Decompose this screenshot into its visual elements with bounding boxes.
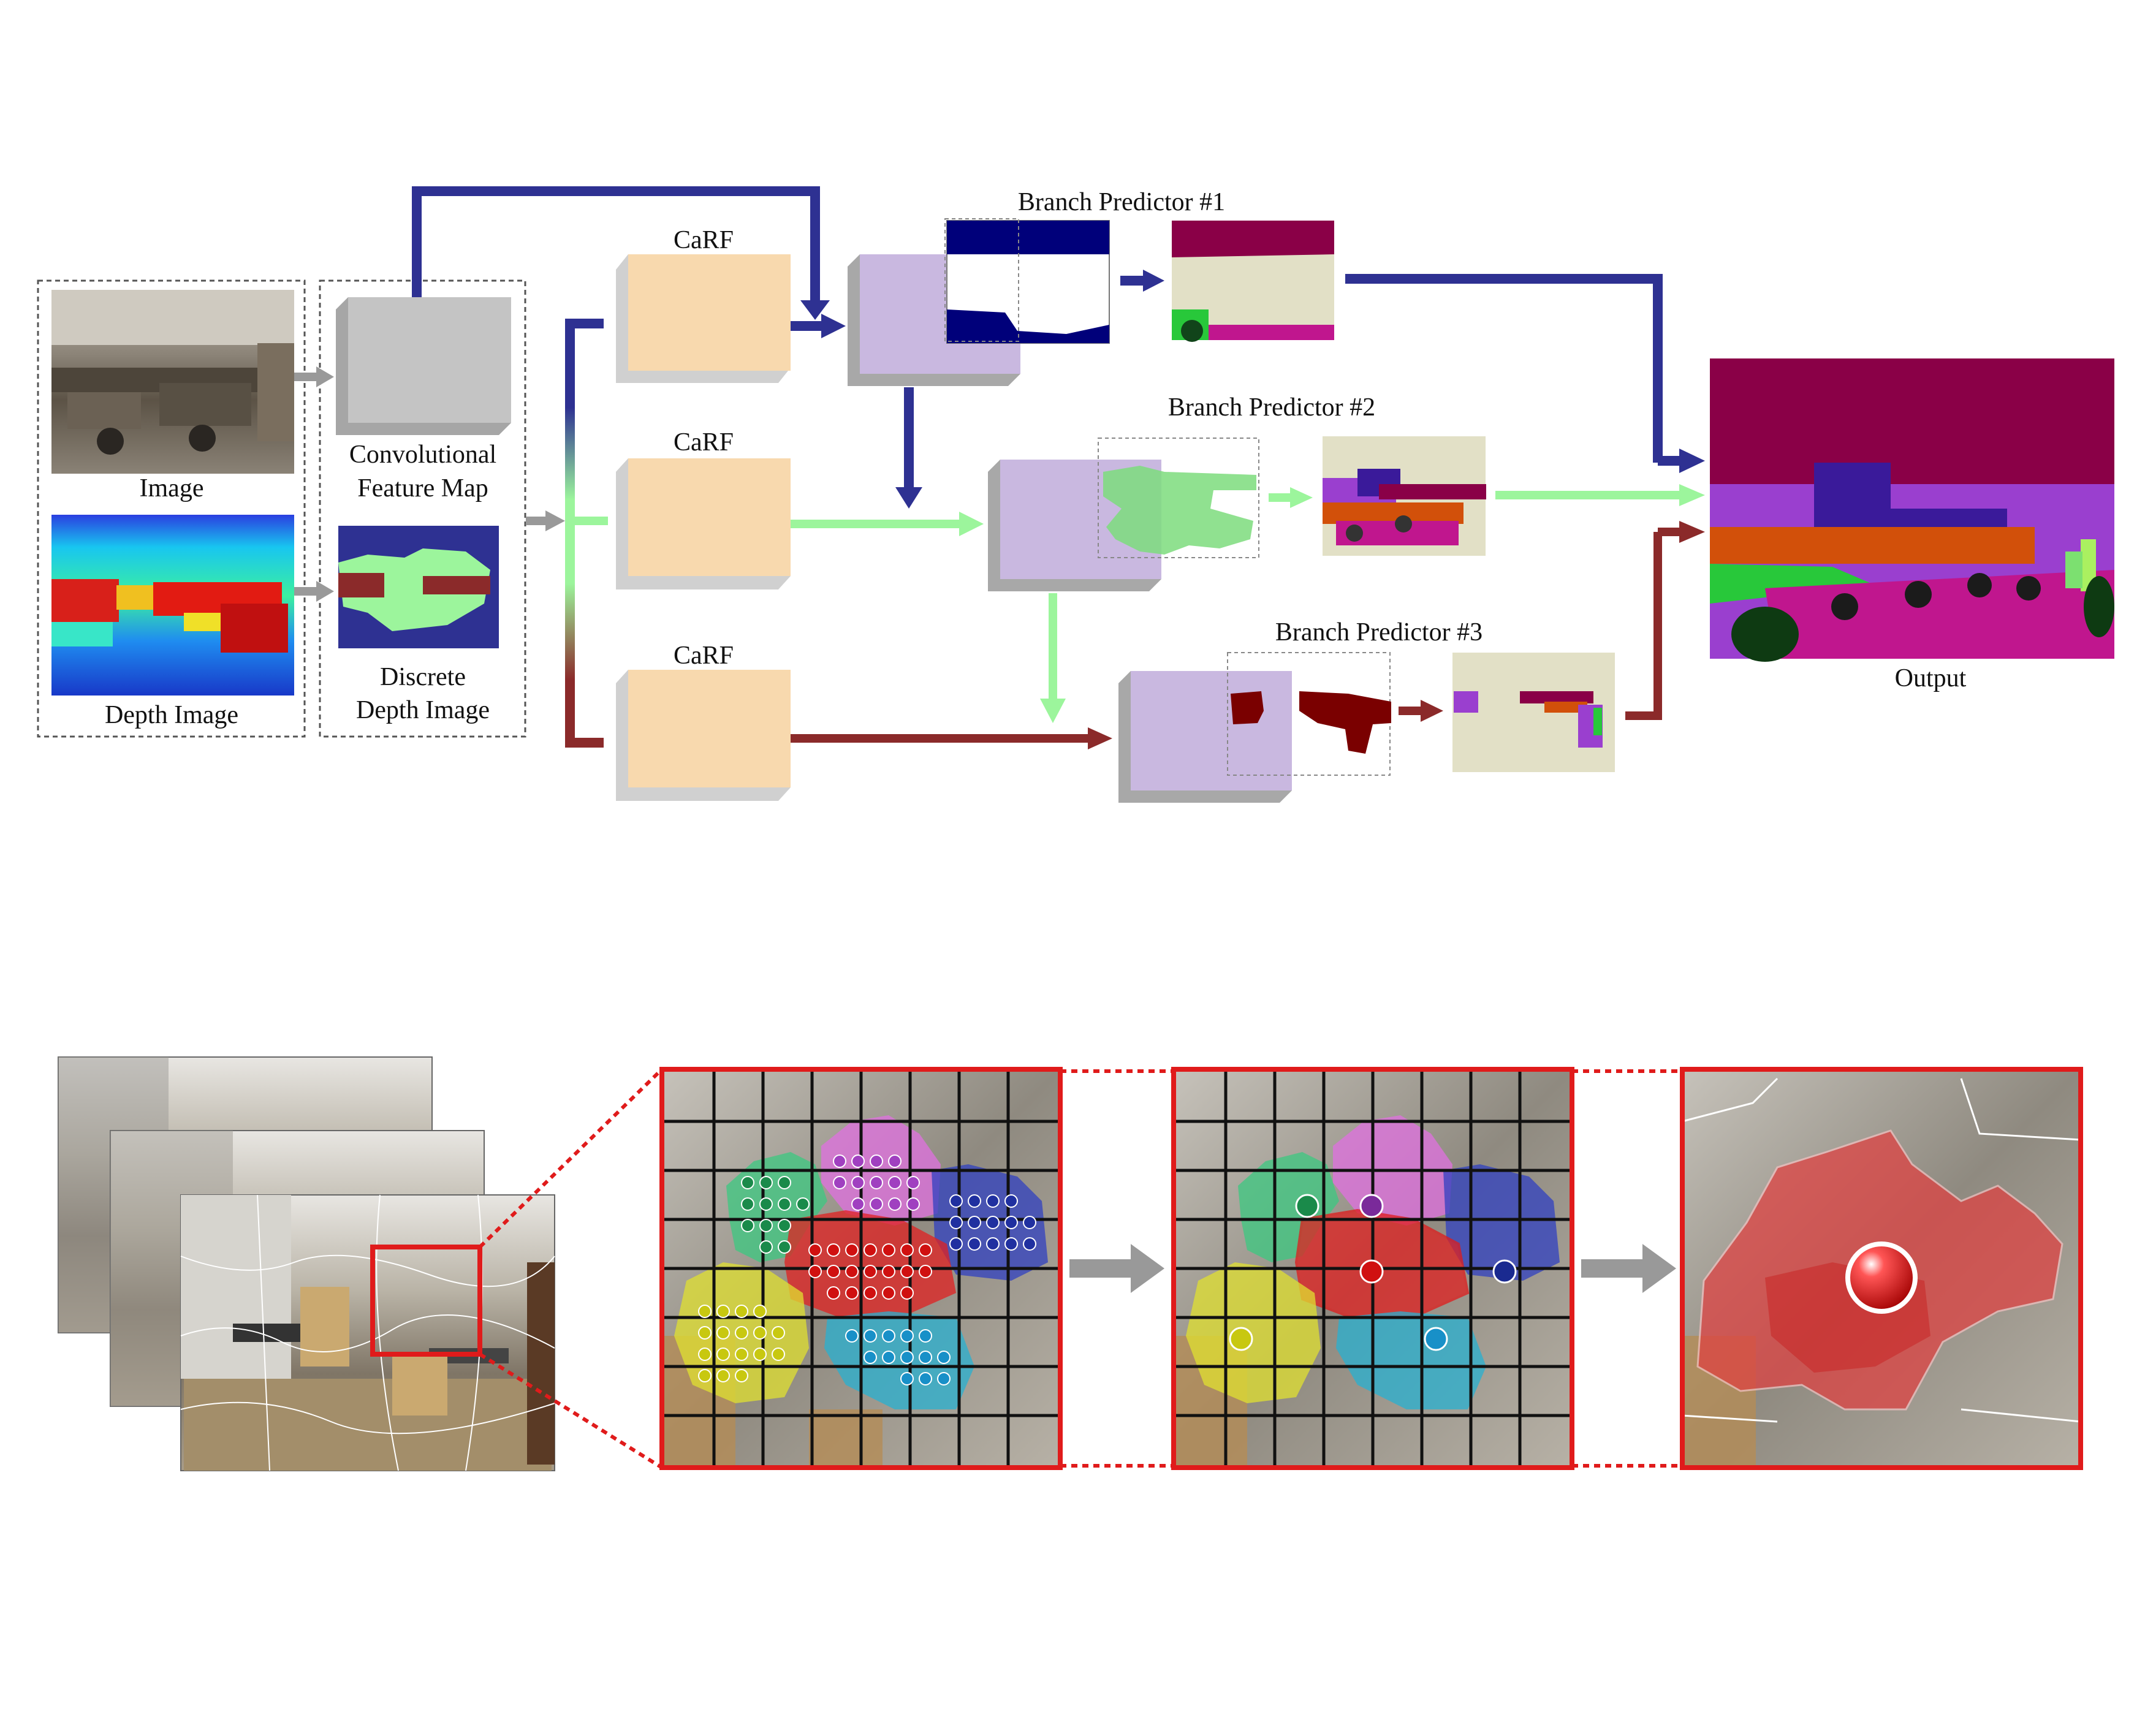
centroid-red bbox=[1359, 1259, 1384, 1284]
discrete-label-line2: Depth Image bbox=[356, 696, 490, 724]
branch1-crop-frame bbox=[944, 218, 1019, 342]
input-depth-image bbox=[51, 515, 294, 696]
aggregated-node-sphere bbox=[1845, 1241, 1918, 1314]
centroid-blue bbox=[1492, 1259, 1517, 1284]
branch1-skip-arrowhead bbox=[800, 300, 830, 320]
branch2-output-arrowhead bbox=[1679, 484, 1705, 506]
branch1-output-line bbox=[1345, 274, 1663, 463]
branch1-output-arrowhead bbox=[1679, 449, 1705, 473]
branch1-carf-arrowhead bbox=[821, 314, 846, 338]
pixel-dots-blue bbox=[949, 1194, 1036, 1251]
conv-feature-map-block bbox=[336, 297, 511, 435]
branch2-down-arrowhead bbox=[1040, 699, 1066, 723]
branch3-mask bbox=[1231, 691, 1391, 754]
pixel-dots-green bbox=[741, 1176, 810, 1254]
branch1-skip-line bbox=[412, 186, 820, 303]
carf-block-2 bbox=[616, 458, 791, 589]
conv-label-line1: Convolutional bbox=[349, 441, 496, 469]
branch3-output-line bbox=[1625, 532, 1662, 720]
carf-label-3: CaRF bbox=[674, 642, 734, 670]
branch1-down-arrowhead bbox=[895, 487, 922, 509]
superpixel-stack-front bbox=[180, 1194, 555, 1471]
gray-arrow-2 bbox=[1581, 1244, 1676, 1293]
branch1-label: Branch Predictor #1 bbox=[1018, 188, 1225, 216]
branch2-crop-frame bbox=[1098, 438, 1259, 558]
branch3-pred-arrowhead bbox=[1421, 700, 1443, 722]
output-segmentation bbox=[1710, 358, 2114, 662]
zoom-line-bottom bbox=[479, 1352, 663, 1469]
branch3-prediction bbox=[1452, 653, 1615, 772]
depth-image-label: Depth Image bbox=[105, 701, 238, 729]
pixel-dots-red bbox=[808, 1243, 932, 1300]
output-label: Output bbox=[1895, 664, 1967, 692]
zoom-panel-superpixels bbox=[1171, 1067, 1574, 1470]
branch1-prediction bbox=[1172, 221, 1334, 342]
input-image bbox=[51, 290, 294, 474]
centroid-green bbox=[1295, 1194, 1319, 1218]
image-label: Image bbox=[140, 474, 204, 502]
carf-label-1: CaRF bbox=[674, 226, 734, 254]
branch2-mask bbox=[1103, 466, 1256, 555]
pixel-dots-yellow bbox=[698, 1305, 785, 1382]
carf-label-2: CaRF bbox=[674, 428, 734, 457]
branch2-pred-arrowhead bbox=[1290, 487, 1313, 508]
branch2-label: Branch Predictor #2 bbox=[1168, 393, 1375, 422]
branch2-prediction bbox=[1323, 436, 1486, 556]
conv-label-line2: Feature Map bbox=[357, 474, 488, 502]
centroid-cyan bbox=[1424, 1327, 1448, 1351]
centroid-violet bbox=[1359, 1194, 1384, 1218]
gray-arrows-inputs bbox=[294, 366, 565, 602]
branch2-carf-arrowhead bbox=[959, 512, 984, 536]
centroid-yellow bbox=[1229, 1327, 1253, 1351]
carf-block-1 bbox=[616, 254, 791, 383]
zoom-panel-pixels bbox=[659, 1067, 1063, 1470]
zoom-line-top bbox=[478, 1067, 664, 1249]
feature-group-border bbox=[319, 279, 526, 738]
branch3-label: Branch Predictor #3 bbox=[1275, 618, 1483, 646]
branch3-carf-arrowhead bbox=[1088, 727, 1112, 749]
discrete-label-line1: Discrete bbox=[380, 663, 466, 691]
branch3-output-arrowhead bbox=[1679, 521, 1705, 543]
fusion-block-3 bbox=[1118, 671, 1292, 803]
branch1-mask bbox=[946, 220, 1110, 344]
zoom-region-highlight bbox=[370, 1245, 482, 1357]
branch1-pred-arrowhead bbox=[1143, 270, 1164, 292]
trunk-mid-stub bbox=[565, 517, 608, 525]
zoom-panel-aggregated bbox=[1680, 1067, 2083, 1470]
pixel-dots-violet bbox=[833, 1154, 920, 1211]
discrete-depth-image bbox=[338, 526, 499, 648]
gray-arrow-1 bbox=[1069, 1244, 1164, 1293]
pixel-dots-cyan bbox=[845, 1329, 951, 1385]
branch-trunk-line bbox=[565, 319, 604, 748]
input-group-border bbox=[37, 279, 306, 738]
carf-block-3 bbox=[616, 670, 791, 801]
